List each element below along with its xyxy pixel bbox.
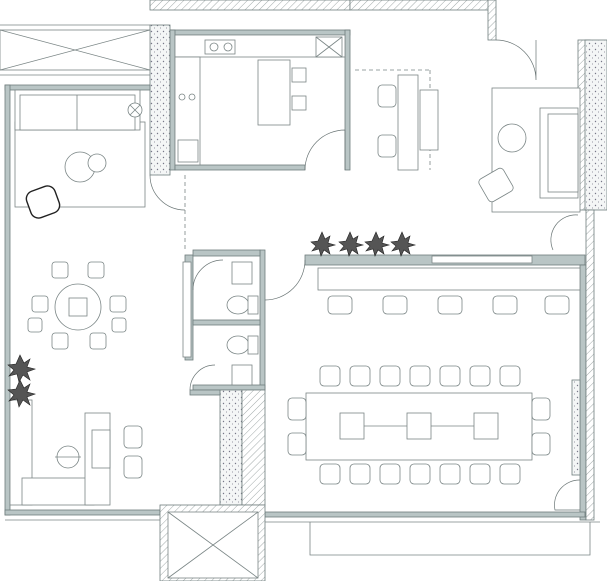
shaft-top [0, 29, 151, 71]
elevator-icon [167, 511, 259, 579]
sink-icon [231, 261, 253, 285]
plant-icon [7, 231, 417, 408]
chair [319, 463, 341, 485]
sink-icon [231, 364, 253, 386]
chair [287, 432, 307, 456]
chair [319, 365, 341, 387]
chair [469, 365, 491, 387]
bar-counter [317, 255, 581, 315]
bathrooms [182, 261, 259, 386]
armchair-icon [25, 185, 61, 219]
living-area [14, 89, 146, 219]
chair [349, 365, 371, 387]
work-room [377, 74, 439, 171]
chair [349, 463, 371, 485]
conference-table [287, 365, 551, 485]
toilet-icon [226, 335, 250, 355]
kitchen-island [257, 59, 291, 126]
chair [469, 463, 491, 485]
lounge [478, 87, 581, 213]
kitchen [174, 34, 346, 166]
chair [499, 365, 521, 387]
dining-table [27, 261, 127, 350]
chair [409, 463, 431, 485]
chair [287, 397, 307, 421]
chair [439, 365, 461, 387]
chair [439, 463, 461, 485]
chair [499, 463, 521, 485]
armchair-icon [478, 167, 514, 203]
office-desk [9, 399, 143, 506]
chair [409, 365, 431, 387]
door-swing-icon[interactable] [149, 39, 581, 511]
chair [531, 432, 551, 456]
toilet-icon [226, 295, 250, 315]
chair [379, 365, 401, 387]
chair [379, 463, 401, 485]
chair [531, 397, 551, 421]
